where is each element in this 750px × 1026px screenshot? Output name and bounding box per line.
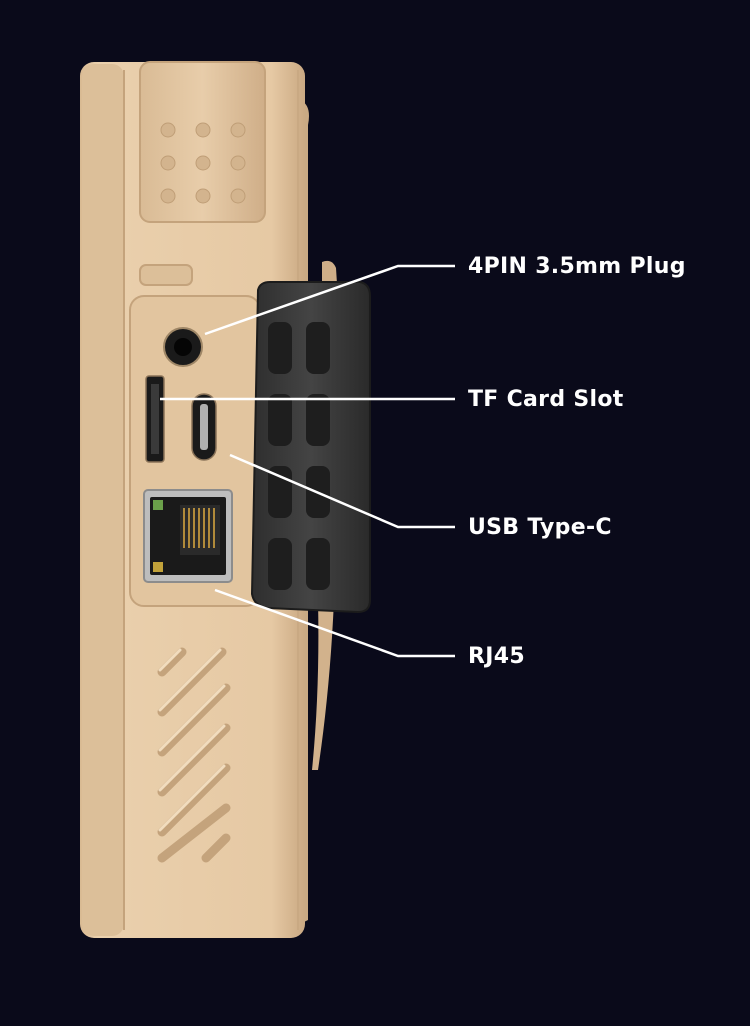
leader-line-rj45 xyxy=(214,588,455,658)
leader-lines xyxy=(160,264,455,658)
leader-line-usb-c xyxy=(229,453,455,529)
callout-label-audio-jack: 4PIN 3.5mm Plug xyxy=(468,254,686,279)
audio-jack-port xyxy=(163,327,203,367)
vent-grooves xyxy=(157,647,231,863)
grip-button xyxy=(139,61,266,223)
usb-type-c-port xyxy=(191,393,217,461)
vent-highlights xyxy=(158,648,226,832)
callout-label-usb-type-c: USB Type-C xyxy=(468,515,612,540)
leader-line-audio-jack xyxy=(204,264,455,336)
tf-card-slot-port xyxy=(145,375,165,463)
small-recess xyxy=(139,264,193,286)
rj45-port xyxy=(143,489,233,583)
callout-label-tf-card-slot: TF Card Slot xyxy=(468,387,624,412)
callout-label-rj45: RJ45 xyxy=(468,644,525,669)
rubber-port-cover xyxy=(250,281,371,614)
